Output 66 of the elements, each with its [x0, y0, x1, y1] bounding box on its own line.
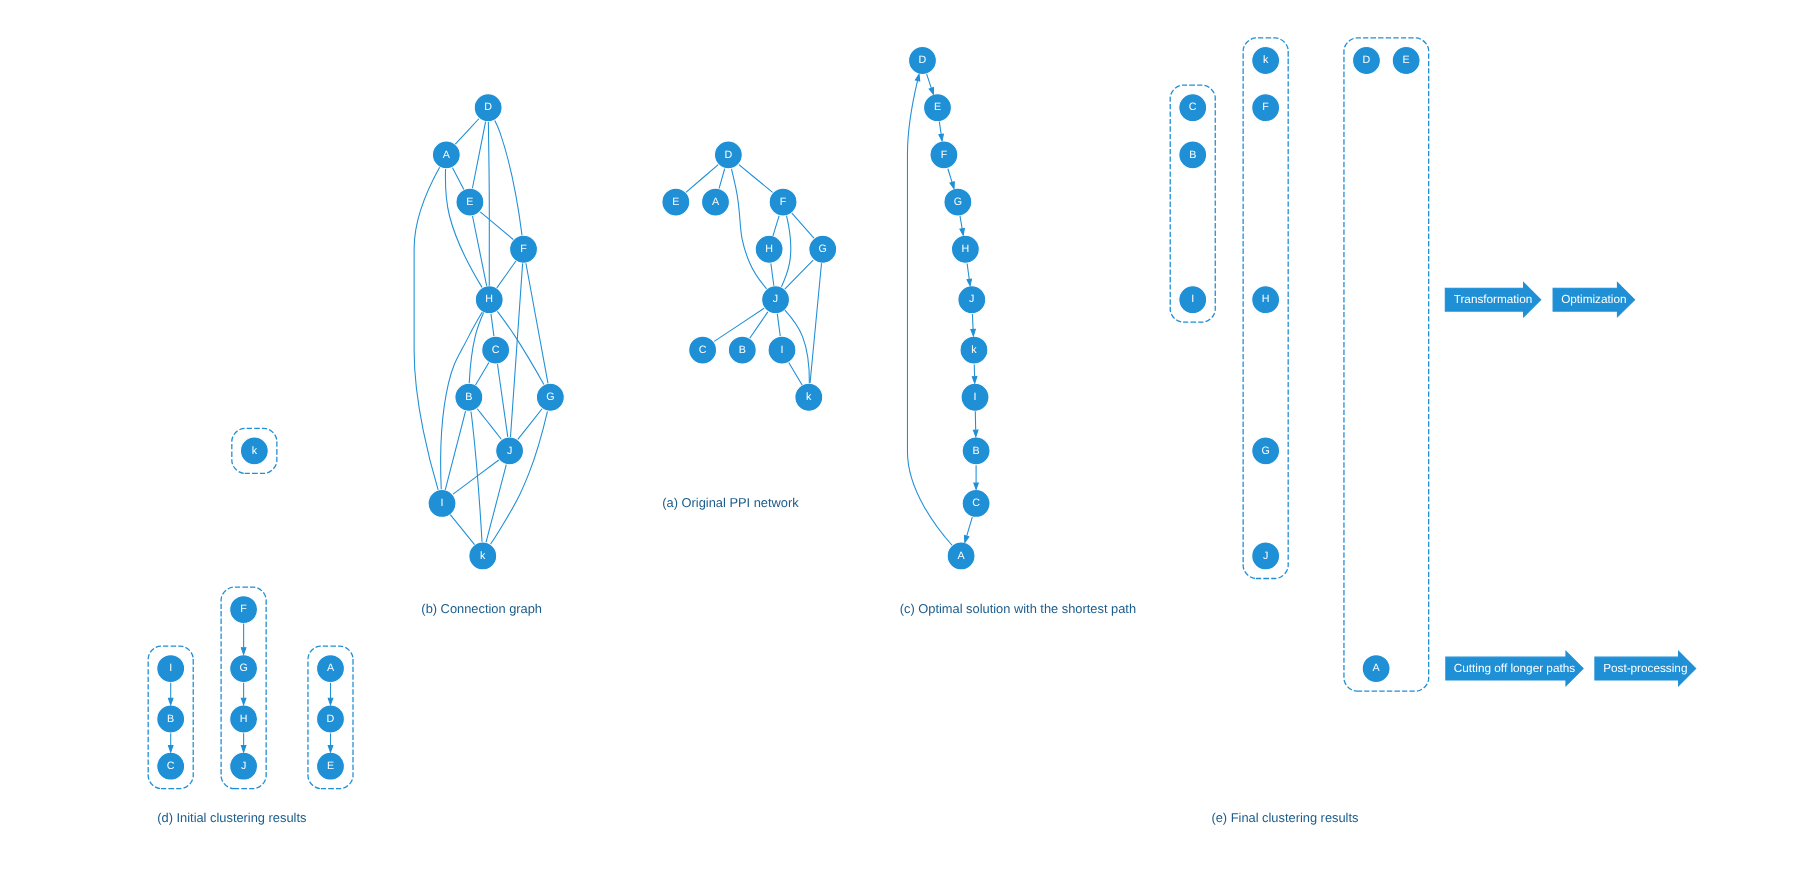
connector	[776, 313, 781, 337]
connector	[476, 408, 502, 440]
connector	[494, 119, 523, 236]
connector	[784, 309, 810, 384]
connector	[525, 262, 549, 384]
connector	[444, 168, 483, 288]
arrow	[167, 682, 174, 707]
connector	[485, 464, 507, 543]
connector	[452, 459, 500, 495]
arrow	[167, 732, 174, 754]
arrow	[906, 72, 953, 546]
connector	[470, 410, 483, 543]
connector	[468, 312, 485, 384]
arrow	[240, 732, 247, 754]
connector	[490, 410, 548, 545]
connector	[770, 262, 775, 287]
arrow	[973, 464, 980, 491]
connector	[487, 121, 490, 287]
cluster	[147, 645, 194, 790]
connector	[730, 168, 768, 290]
arrow	[938, 121, 945, 143]
connector	[496, 260, 517, 289]
arrow	[971, 363, 978, 385]
connector	[449, 514, 476, 546]
connector	[780, 215, 792, 288]
connector	[713, 307, 765, 342]
connector	[809, 262, 823, 384]
cluster	[1343, 37, 1430, 692]
cluster	[307, 645, 354, 790]
connector	[718, 168, 726, 189]
cluster	[1242, 37, 1289, 580]
arrow	[963, 516, 973, 544]
arrow	[327, 682, 334, 707]
connector	[490, 313, 495, 337]
connector	[413, 166, 441, 491]
arrow	[947, 168, 955, 191]
cluster	[220, 586, 267, 790]
arrow	[970, 313, 977, 338]
connector	[517, 408, 543, 440]
connector	[784, 259, 814, 290]
arrow	[240, 682, 247, 707]
connector	[685, 164, 719, 193]
connector	[788, 361, 803, 386]
connector	[451, 167, 465, 190]
connector	[791, 212, 815, 239]
connector	[471, 121, 487, 189]
connector	[738, 164, 774, 193]
arrow	[327, 732, 334, 754]
connector	[772, 215, 780, 237]
cluster	[231, 427, 278, 475]
arrow	[972, 410, 979, 439]
connector	[454, 118, 480, 145]
connector	[496, 363, 509, 438]
connector	[474, 361, 490, 386]
arrow	[966, 262, 973, 288]
connector	[479, 211, 514, 241]
arrow	[959, 215, 966, 237]
connector	[444, 410, 467, 491]
arrow	[926, 73, 935, 96]
connector	[496, 310, 545, 385]
cluster	[1169, 84, 1216, 323]
arrow	[240, 623, 247, 656]
connector	[471, 215, 488, 287]
connector	[440, 311, 483, 490]
connector	[749, 311, 769, 339]
connector	[509, 262, 524, 438]
